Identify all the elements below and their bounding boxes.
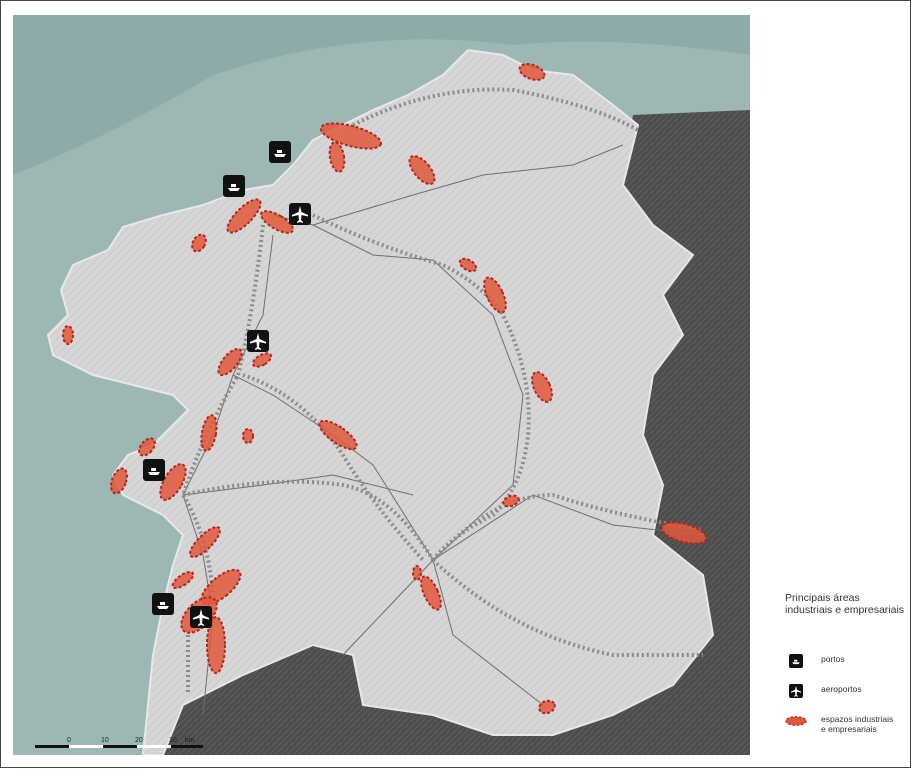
industrial-area (242, 428, 254, 444)
airplane-icon (247, 330, 269, 352)
industrial-area (412, 565, 422, 581)
scale-bar: 0 10 20 30 km (35, 737, 203, 748)
industrial-area (206, 616, 226, 674)
scale-tick-label: 30 (169, 737, 177, 744)
legend-label-industrial-line-2: e empresariais (821, 724, 877, 734)
legend: Principais áreas industriais e empresari… (785, 592, 912, 734)
airplane-icon (289, 203, 311, 225)
port-icons (143, 141, 291, 615)
scale-unit-label: km (185, 737, 195, 744)
industrial-area (110, 467, 128, 495)
airplane-icon (785, 684, 807, 698)
map-canvas: 0 10 20 30 km (13, 15, 750, 755)
neighbouring-relief (163, 110, 750, 755)
industrial-area (191, 233, 207, 253)
airplane-icon (190, 606, 212, 628)
industrial-area (483, 276, 507, 314)
ship-icon (269, 141, 291, 163)
industrial-area (217, 347, 243, 377)
airport-icons (190, 203, 311, 628)
industrial-area (226, 198, 262, 234)
galicia-map: 0 10 20 30 km (13, 15, 750, 755)
ship-icon (152, 593, 174, 615)
legend-label-ports: portos (821, 654, 845, 664)
ship-icon (223, 175, 245, 197)
industrial-area (171, 570, 195, 590)
industrial-area (251, 352, 273, 368)
ship-icon (143, 459, 165, 481)
industrial-area (408, 154, 436, 186)
legend-label-airports: aeroportos (821, 684, 862, 694)
scale-tick-label: 0 (67, 737, 71, 744)
industrial-area (319, 122, 383, 150)
legend-label-industrial-line-1: espazos industriais (821, 714, 894, 724)
industrial-area (538, 699, 556, 715)
industrial-area (159, 463, 187, 501)
scale-tick-label: 20 (135, 737, 143, 744)
legend-item-airports: aeroportos (785, 684, 862, 698)
sea-shading (13, 15, 750, 175)
legend-title-line-2: industriais e empresariais (785, 604, 905, 616)
industrial-area (518, 63, 546, 81)
legend-title-line-1: Principais áreas (785, 592, 860, 604)
industrial-area (328, 141, 346, 173)
ship-icon (785, 654, 807, 668)
industrial-area (62, 325, 74, 345)
industrial-area (318, 419, 358, 451)
rail-routes (180, 87, 704, 695)
legend-item-ports: portos (785, 654, 845, 668)
industrial-area (189, 526, 221, 558)
industrial-area-symbol (785, 714, 807, 728)
scale-tick-label: 10 (101, 737, 109, 744)
industrial-area (200, 414, 218, 452)
industrial-area (420, 575, 442, 611)
industrial-area (458, 257, 478, 273)
industrial-area (260, 210, 294, 234)
industrial-area (531, 371, 553, 403)
legend-item-industrial: espazos industriais e empresariais (785, 714, 893, 734)
industrial-area (502, 494, 520, 508)
industrial-area (138, 437, 156, 457)
industrial-area (660, 521, 708, 545)
